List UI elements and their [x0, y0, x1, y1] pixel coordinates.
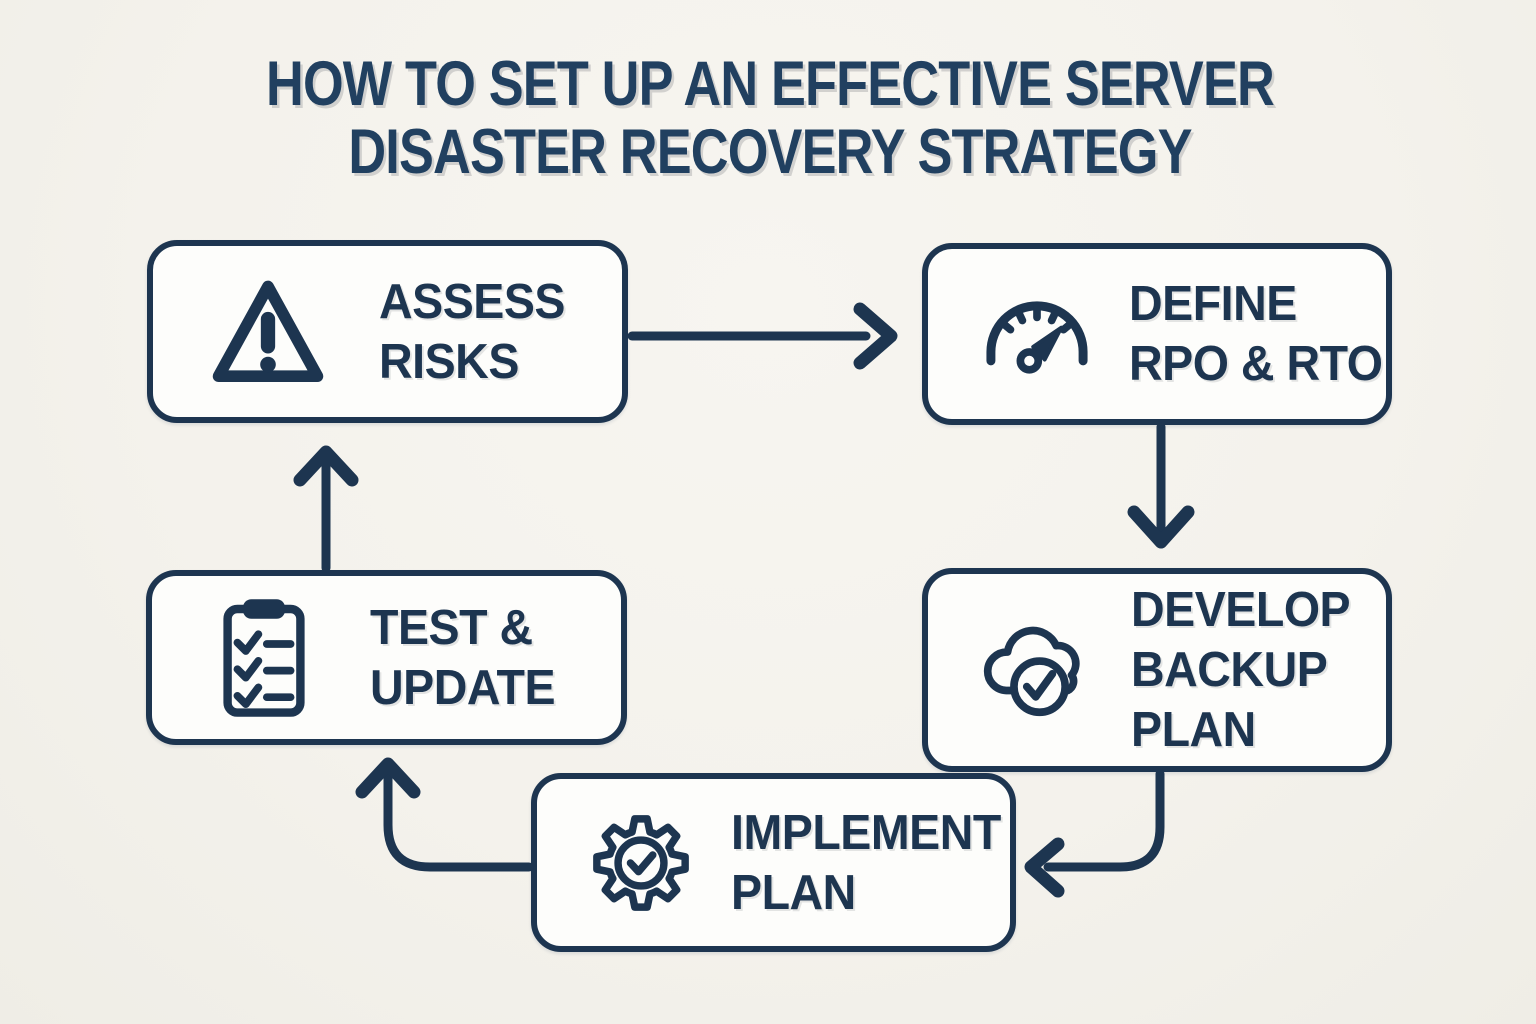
gauge-icon — [973, 270, 1101, 398]
step-label: IMPLEMENT PLAN — [731, 805, 1001, 920]
step-label: DEFINE RPO & RTO — [1129, 277, 1383, 391]
step-label: DEVELOP BACKUP PLAN — [1131, 583, 1351, 757]
arrow-assess-to-define — [627, 302, 898, 370]
step-develop-backup-plan: DEVELOP BACKUP PLAN — [922, 568, 1392, 772]
page-title-line-2: DISASTER RECOVERY STRATEGY — [348, 117, 1192, 187]
arrow-define-to-develop — [1127, 422, 1195, 549]
arrow-develop-to-implement — [1024, 769, 1165, 898]
cloud-check-icon — [973, 606, 1101, 734]
step-label: TEST & UPDATE — [370, 600, 556, 715]
step-assess-risks: ASSESS RISKS — [147, 240, 628, 423]
page-title: HOW TO SET UP AN EFFECTIVE SERVER DISAST… — [156, 50, 1384, 186]
step-label: ASSESS RISKS — [379, 274, 566, 389]
step-test-update: TEST & UPDATE — [146, 570, 627, 745]
gear-check-icon — [579, 801, 703, 925]
warning-triangle-icon — [203, 267, 333, 397]
arrow-test-to-assess — [293, 445, 359, 573]
step-define-rpo-rto: DEFINE RPO & RTO — [922, 243, 1392, 425]
step-implement-plan: IMPLEMENT PLAN — [531, 773, 1016, 952]
clipboard-checklist-icon — [194, 588, 334, 728]
page-title-line-1: HOW TO SET UP AN EFFECTIVE SERVER — [266, 49, 1275, 119]
arrow-implement-to-test — [355, 757, 534, 872]
